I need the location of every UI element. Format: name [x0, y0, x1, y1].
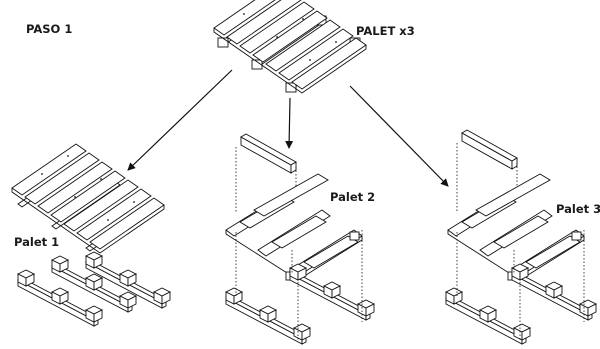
arrow-to-palet-3 — [349, 85, 449, 187]
palet-3-assembly — [445, 129, 597, 345]
palet-2-label: Palet 2 — [330, 190, 376, 204]
source-pallet-label: PALET x3 — [356, 24, 415, 38]
palet-1-assembly — [11, 143, 171, 327]
step-label: PASO 1 — [26, 22, 73, 36]
arrow-to-palet-2 — [285, 97, 294, 149]
source-pallet — [213, 0, 367, 94]
palet-1-label: Palet 1 — [14, 235, 60, 249]
palet-2-assembly — [225, 133, 375, 345]
arrows — [127, 69, 449, 187]
arrow-to-palet-1 — [127, 69, 233, 171]
palet-3-label: Palet 3 — [556, 202, 600, 216]
